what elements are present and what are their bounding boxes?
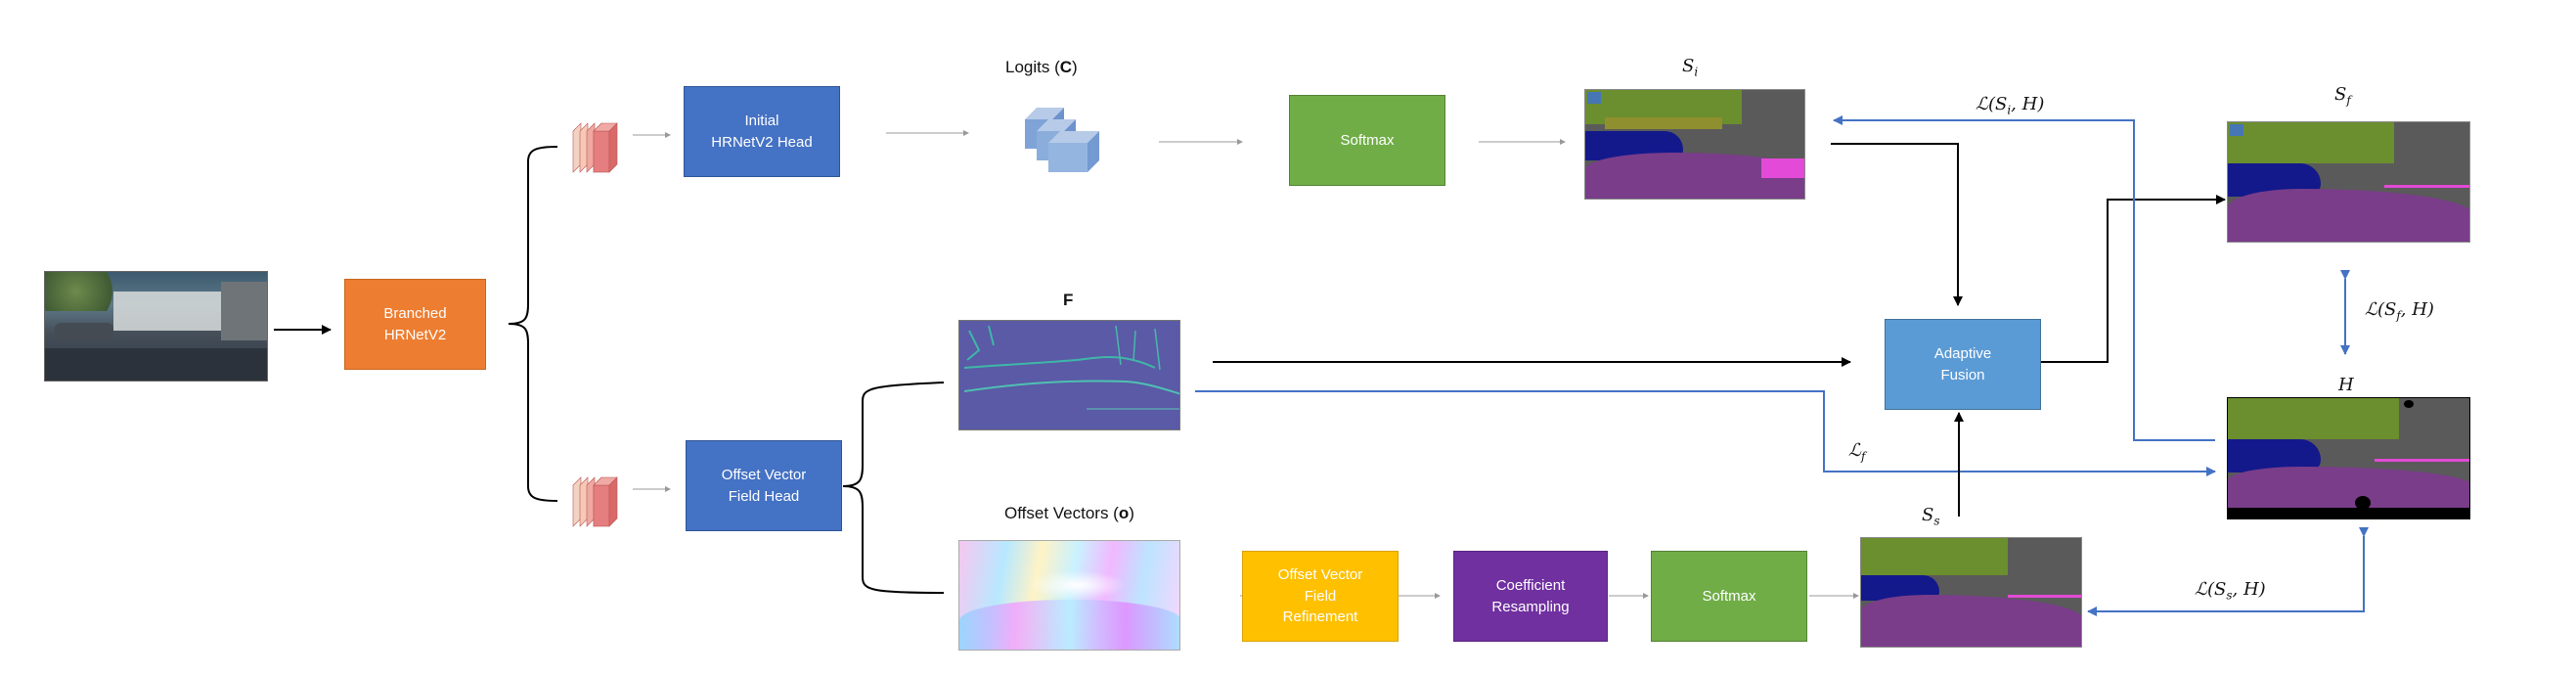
arrow-fusion-to-sf	[2039, 195, 2226, 363]
offset-vector-field-refinement-block: Offset Vector Field Refinement	[1242, 551, 1399, 642]
loss-si-label: ℒ(Si, H)	[1976, 94, 2045, 117]
sf-segmentation-map	[2227, 121, 2470, 243]
brace-upper	[508, 146, 558, 325]
h-ground-truth-map	[2227, 397, 2470, 519]
arrow-si-to-fusion	[1831, 143, 1963, 306]
branched-hrnetv2-block: Branched HRNetV2	[344, 279, 486, 370]
coefficient-resampling-block: Coefficient Resampling	[1453, 551, 1608, 642]
arrow-loss-si	[1833, 115, 2215, 441]
arrow-f-to-h	[1195, 390, 2216, 476]
softmax-bottom-block: Softmax	[1651, 551, 1807, 642]
ss-segmentation-map	[1860, 537, 2082, 648]
ss-label: Ss	[1922, 505, 1940, 528]
adaptive-fusion-block: Adaptive Fusion	[1885, 319, 2041, 410]
brace-lower	[508, 323, 558, 502]
loss-f-label: ℒf	[1848, 440, 1866, 464]
f-label: F	[1063, 291, 1074, 309]
brace2-lower	[842, 485, 945, 594]
offset-vectors-label: Offset Vectors ()o)	[1004, 504, 1134, 522]
sf-label: Sf	[2334, 84, 2351, 108]
input-street-image	[44, 271, 268, 382]
loss-ss-label: ℒ(Ss, H)	[2195, 579, 2266, 603]
loss-sf-label: ℒ(Sf, H)	[2365, 299, 2434, 323]
feature-tensor-top-icon	[572, 122, 618, 173]
si-segmentation-map	[1584, 89, 1805, 200]
initial-hrnetv2-head-block: Initial HRNetV2 Head	[684, 86, 840, 177]
si-label: Si	[1682, 56, 1699, 79]
brace2-upper	[842, 382, 945, 487]
arrow-loss-ss	[2087, 527, 2369, 616]
feature-map-f-edges	[963, 325, 1179, 410]
offset-vectors-map	[958, 540, 1180, 651]
feature-map-f	[958, 320, 1180, 430]
h-label: H	[2338, 375, 2354, 395]
feature-tensor-bottom-icon	[572, 476, 618, 527]
logits-tensor-icon	[1025, 108, 1099, 172]
offset-vector-field-head-block: Offset Vector Field Head	[686, 440, 842, 531]
logits-label: Logits (C)	[1005, 58, 1078, 76]
softmax-top-block: Softmax	[1289, 95, 1445, 186]
